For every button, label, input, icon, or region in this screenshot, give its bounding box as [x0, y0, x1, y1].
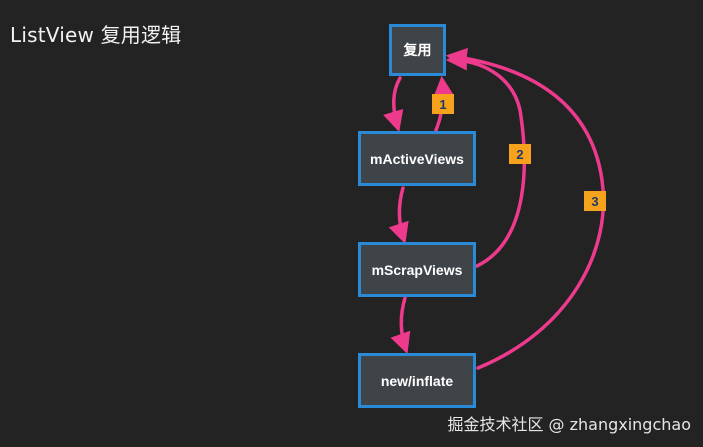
node-active-views-label: mActiveViews [370, 150, 464, 167]
badge-2: 2 [509, 144, 531, 164]
diagram-title: ListView 复用逻辑 [10, 23, 182, 47]
badge-3: 3 [584, 191, 606, 211]
arrow-active-to-scrap [388, 186, 409, 244]
badge-1: 1 [432, 94, 454, 114]
watermark: 掘金技术社区 @ zhangxingchao [447, 415, 691, 434]
arrow-inflate-to-reuse [445, 47, 606, 370]
node-active-views: mActiveViews [358, 131, 476, 186]
arrow-reuse-to-active [383, 76, 404, 133]
node-reuse: 复用 [389, 24, 446, 76]
node-inflate: new/inflate [358, 353, 476, 408]
node-scrap-views-label: mScrapViews [371, 261, 463, 278]
node-inflate-label: new/inflate [380, 372, 454, 389]
arrow-scrap-to-reuse [445, 49, 526, 268]
node-scrap-views: mScrapViews [358, 242, 476, 297]
arrow-scrap-to-inflate [390, 296, 411, 354]
node-reuse-label: 复用 [403, 42, 432, 58]
